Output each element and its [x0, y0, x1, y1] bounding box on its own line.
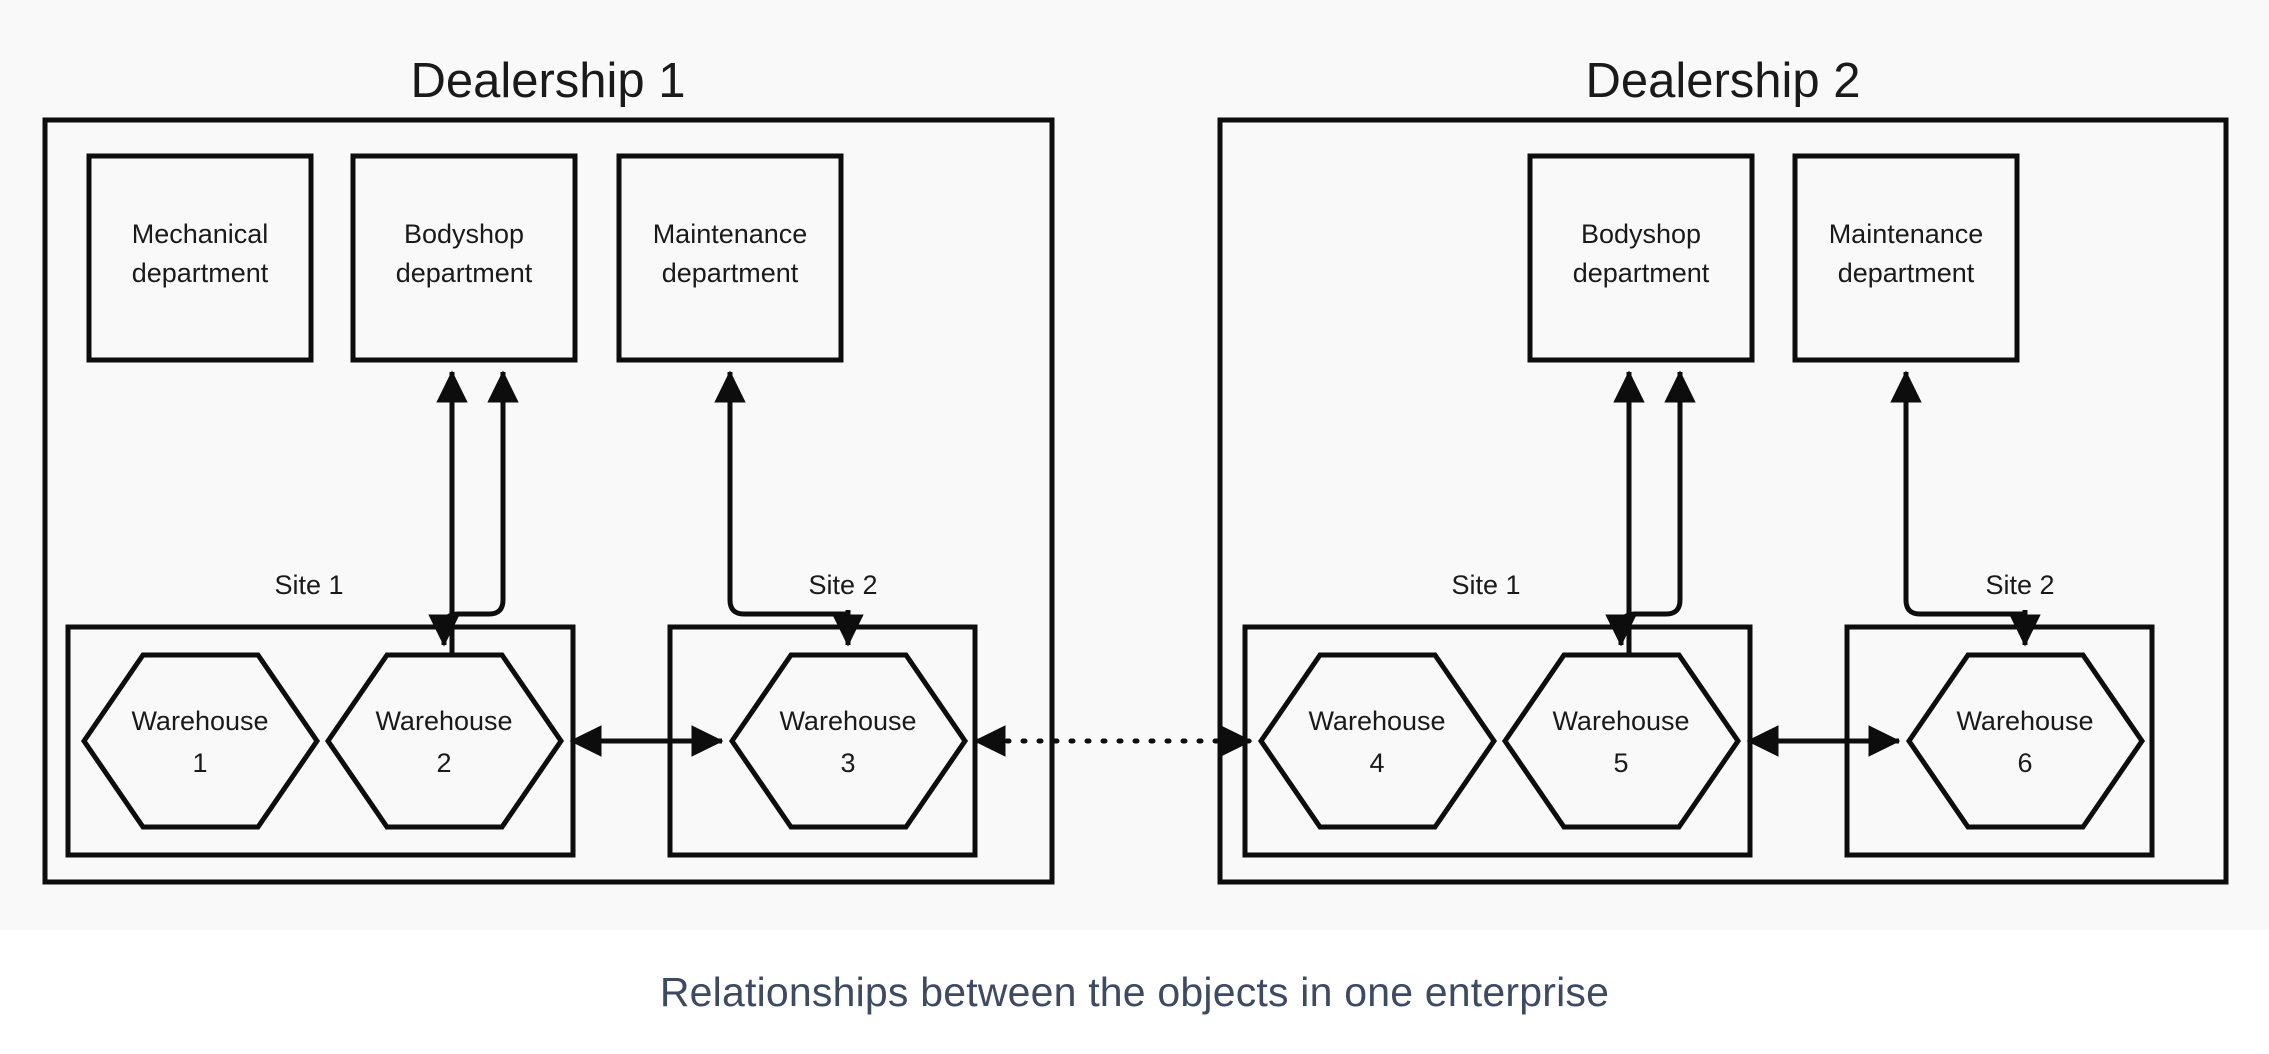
dealership-2-title: Dealership 2 [1585, 54, 1860, 108]
dealership-2-site-1-label: Site 1 [1451, 570, 1520, 600]
warehouse-3-hexagon[interactable] [728, 652, 969, 830]
dealership-2-maintenance-department-label-line1: Maintenance [1829, 219, 1984, 249]
diagram-canvas: Dealership 1 Mechanical department Bodys… [42, 54, 2229, 885]
warehouse-3-label-line1: Warehouse [779, 706, 916, 736]
dealership-2-maintenance-department-box[interactable] [1792, 153, 2020, 363]
warehouse-3-label-line2: 3 [840, 748, 855, 778]
dealership-2-boundary[interactable] [1217, 117, 2229, 885]
dealership-2-site-2-label: Site 2 [1985, 570, 2054, 600]
warehouse-4-label-line1: Warehouse [1308, 706, 1445, 736]
dealership-1-maintenance-department-label-line1: Maintenance [653, 219, 808, 249]
warehouse-4-label-line2: 4 [1369, 748, 1384, 778]
dealership-2-bodyshop-department-label-line2: department [1573, 258, 1710, 288]
dealership-1-maintenance-department-label-line2: department [662, 258, 799, 288]
connector-maintenance-to-w3-d1[interactable] [714, 370, 848, 617]
dealership-1-bodyshop-department-box[interactable] [350, 153, 578, 363]
dealership-1-site-2-label: Site 2 [808, 570, 877, 600]
dealership-1-mechanical-department-label-line1: Mechanical [132, 219, 269, 249]
warehouse-1-label-line1: Warehouse [131, 706, 268, 736]
dealership-1-group: Dealership 1 Mechanical department Bodys… [42, 54, 1055, 885]
dealership-2-bodyshop-department-label-line1: Bodyshop [1581, 219, 1701, 249]
dealership-1-site-1-label: Site 1 [274, 570, 343, 600]
warehouse-6-label-line2: 6 [2017, 748, 2032, 778]
dealership-2-bodyshop-department-box[interactable] [1527, 153, 1755, 363]
figure-caption: Relationships between the objects in one… [659, 968, 1610, 1015]
warehouse-5-hexagon[interactable] [1501, 652, 1742, 830]
warehouse-2-label-line2: 2 [436, 748, 451, 778]
connector-bodyshop-to-w5-d2[interactable] [1605, 370, 1696, 647]
warehouse-6-hexagon[interactable] [1905, 652, 2146, 830]
dealership-1-mechanical-department-label-line2: department [132, 258, 269, 288]
warehouse-2-hexagon[interactable] [324, 652, 565, 830]
figure-caption-container: Relationships between the objects in one… [0, 930, 2269, 1054]
dealership-1-bodyshop-department-label-line1: Bodyshop [404, 219, 524, 249]
dealership-2-maintenance-department-label-line2: department [1838, 258, 1975, 288]
connector-bodyshop-to-w2-d1[interactable] [428, 370, 519, 647]
warehouse-6-label-line1: Warehouse [1956, 706, 2093, 736]
dealership-1-mechanical-department-box[interactable] [86, 153, 314, 363]
dealership-1-title: Dealership 1 [410, 54, 685, 108]
dealership-2-group: Dealership 2 Bodyshop department Mainten… [1217, 54, 2229, 885]
dealership-1-bodyshop-department-label-line2: department [396, 258, 533, 288]
warehouse-1-hexagon[interactable] [80, 652, 321, 830]
dealership-1-boundary[interactable] [42, 117, 1055, 885]
warehouse-4-hexagon[interactable] [1257, 652, 1498, 830]
warehouse-5-label-line1: Warehouse [1552, 706, 1689, 736]
dealership-1-maintenance-department-box[interactable] [616, 153, 844, 363]
connector-maintenance-to-w6-d2[interactable] [1890, 370, 2025, 617]
relationship-diagram: Dealership 1 Mechanical department Bodys… [42, 54, 2229, 885]
warehouse-5-label-line2: 5 [1613, 748, 1628, 778]
warehouse-2-label-line1: Warehouse [375, 706, 512, 736]
warehouse-1-label-line2: 1 [192, 748, 207, 778]
